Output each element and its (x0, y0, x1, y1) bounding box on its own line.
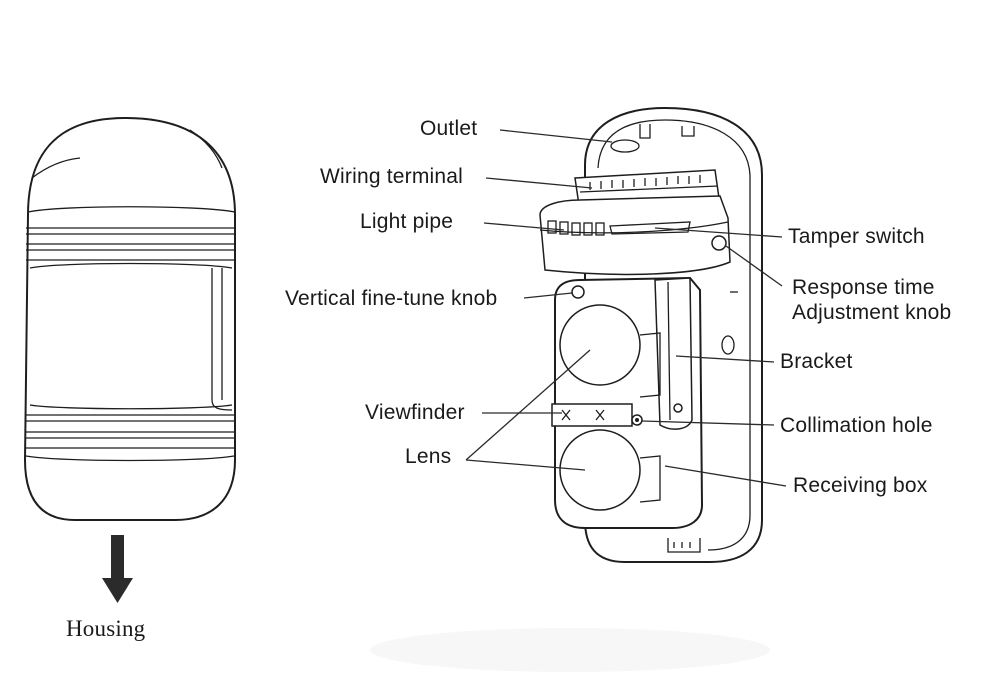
label-response-time: Response time (792, 276, 935, 299)
label-collimation-hole: Collimation hole (780, 414, 933, 437)
label-viewfinder: Viewfinder (365, 401, 465, 424)
label-wiring-terminal: Wiring terminal (320, 165, 464, 188)
label-housing: Housing (66, 616, 146, 641)
label-bracket: Bracket (780, 350, 853, 373)
label-lens: Lens (405, 445, 452, 468)
down-arrow-icon (102, 535, 133, 603)
label-outlet: Outlet (420, 117, 478, 140)
label-adjustment-knob: Adjustment knob (792, 301, 952, 324)
label-vertical-fine-tune-knob: Vertical fine-tune knob (285, 287, 498, 310)
leader-lines (465, 129, 787, 487)
label-receiving-box: Receiving box (793, 474, 928, 497)
detector-illustration (539, 107, 763, 563)
housing-illustration (24, 117, 236, 521)
label-tamper-switch: Tamper switch (788, 225, 925, 248)
label-light-pipe: Light pipe (360, 210, 454, 233)
